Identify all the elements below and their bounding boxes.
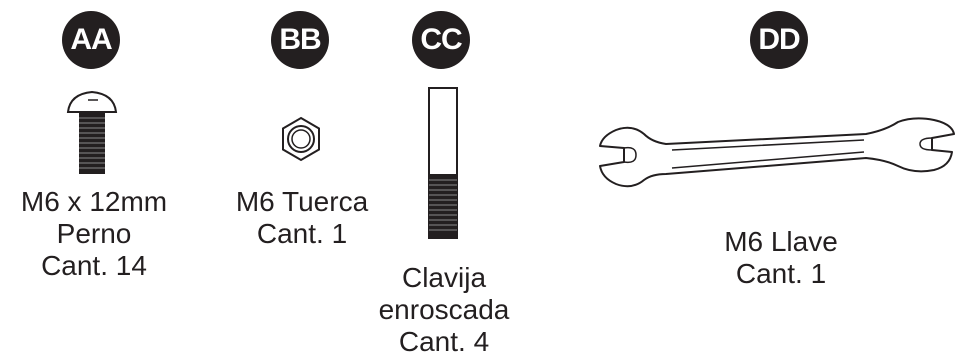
part-dd-badge: DD (750, 11, 808, 69)
bolt-icon (66, 90, 118, 174)
part-cc-name-2: enroscada (378, 294, 510, 325)
part-bb-caption: M6 Tuerca Cant. 1 (214, 186, 390, 250)
part-bb-name: M6 Tuerca (235, 186, 369, 217)
part-cc-caption: Clavija enroscada Cant. 4 (356, 262, 532, 358)
part-bb-qty: Cant. 1 (256, 218, 348, 249)
part-dd-qty: Cant. 1 (735, 258, 827, 289)
part-cc-name-1: Clavija (401, 262, 487, 293)
part-aa-qty: Cant. 14 (41, 250, 147, 281)
part-aa-caption: M6 x 12mm Perno Cant. 14 (6, 186, 182, 282)
threaded-pin-icon (428, 87, 458, 239)
part-aa-size: M6 x 12mm (20, 186, 168, 217)
part-aa-name: Perno (56, 218, 132, 249)
part-bb-badge: BB (271, 11, 329, 69)
part-dd-name: M6 Llave (724, 226, 838, 257)
part-cc-qty: Cant. 4 (398, 326, 490, 357)
nut-icon (282, 116, 320, 162)
part-aa-badge: AA (62, 11, 120, 69)
part-dd-caption: M6 Llave Cant. 1 (693, 226, 869, 290)
wrench-icon (599, 117, 955, 188)
part-cc-badge: CC (412, 11, 470, 69)
